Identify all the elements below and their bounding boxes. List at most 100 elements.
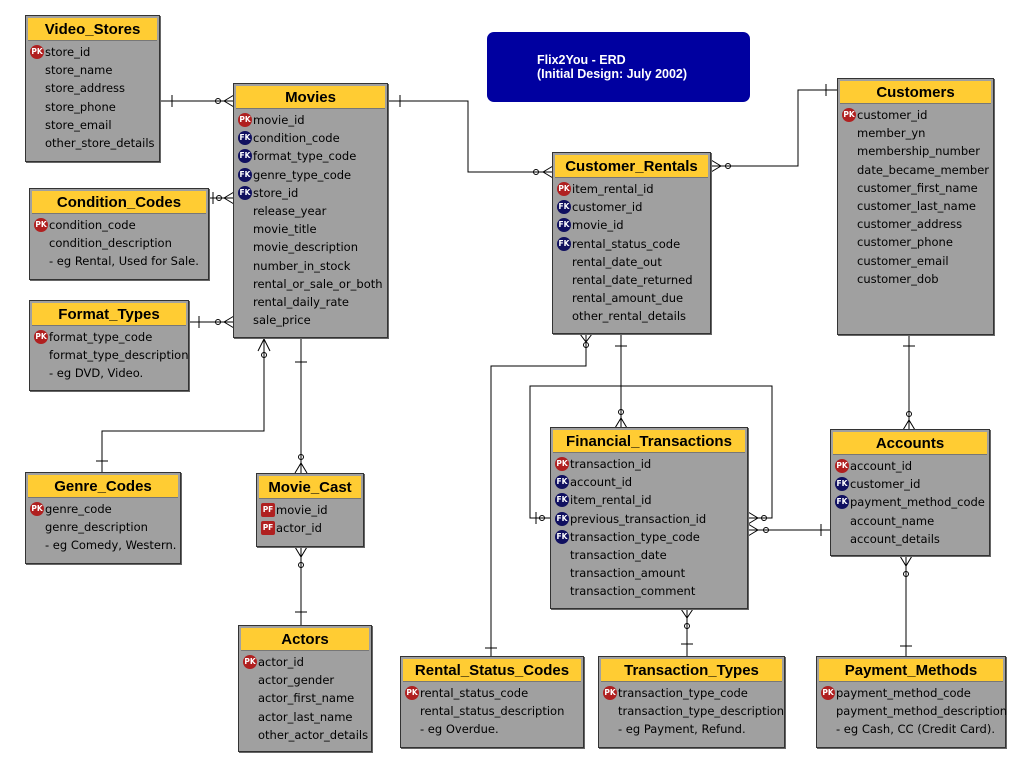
field-name: rental_amount_due — [572, 291, 684, 306]
entity-title: Payment_Methods — [819, 659, 1003, 682]
field-name: genre_type_code — [253, 167, 352, 182]
field-name: item_rental_id — [572, 182, 654, 196]
entity-field: account_details — [835, 530, 985, 548]
field-name: customer_address — [857, 217, 963, 232]
fk-key-icon: FK — [557, 236, 571, 251]
pk-key-icon: PK — [30, 45, 44, 60]
entity-field: - eg Comedy, Western. — [30, 536, 176, 554]
rel-video-stores-movies — [160, 94, 235, 108]
entity-title: Video_Stores — [28, 18, 157, 41]
field-name: item_rental_id — [570, 493, 652, 508]
field-indent — [821, 704, 835, 718]
entity-field: format_type_description — [34, 346, 189, 364]
rel-customer-rentals-financial — [614, 334, 628, 429]
field-name: transaction_date — [570, 547, 667, 562]
field-indent — [30, 118, 44, 132]
field-indent — [842, 217, 856, 231]
field-name: other_actor_details — [258, 727, 369, 742]
field-name: genre_code — [45, 502, 112, 516]
field-name: condition_code — [49, 218, 136, 232]
diagram-title: Flix2You - ERD — [537, 53, 626, 67]
rel-format-types-movies — [189, 315, 235, 329]
field-indent — [555, 566, 569, 580]
entity-field: release_year — [238, 202, 383, 220]
field-name: sale_price — [253, 313, 311, 328]
field-indent — [30, 63, 44, 77]
field-indent — [842, 199, 856, 213]
pf-key-icon: PF — [261, 521, 275, 536]
rel-movies-customer-rentals — [388, 95, 554, 179]
entity-field: movie_title — [238, 220, 383, 238]
field-name: actor_first_name — [258, 691, 355, 706]
field-indent — [842, 163, 856, 177]
field-indent — [405, 722, 419, 736]
fk-key-icon: FK — [557, 200, 571, 215]
entity-field: other_rental_details — [557, 307, 706, 325]
field-name: transaction_id — [570, 457, 652, 471]
entity-field: movie_description — [238, 238, 383, 256]
entity-field: store_email — [30, 116, 155, 134]
field-name: format_type_code — [49, 330, 153, 344]
entity-field: actor_last_name — [243, 708, 367, 726]
field-indent — [243, 710, 257, 724]
entity-field: rental_amount_due — [557, 289, 706, 307]
field-name: payment_method_code — [836, 686, 971, 700]
field-name: customer_id — [857, 108, 928, 122]
fk-key-icon: FK — [238, 167, 252, 182]
field-name: movie_id — [572, 218, 624, 233]
field-indent — [821, 722, 835, 736]
field-name: account_name — [850, 513, 935, 528]
field-name: rental_status_code — [572, 236, 681, 251]
field-name: - eg Cash, CC (Credit Card). — [836, 722, 995, 737]
field-name: actor_last_name — [258, 709, 353, 724]
field-name: - eg Rental, Used for Sale. — [49, 254, 199, 269]
fk-key-icon: FK — [238, 185, 252, 200]
field-indent — [30, 100, 44, 114]
field-name: previous_transaction_id — [570, 511, 707, 526]
field-indent — [842, 144, 856, 158]
entity-field: customer_address — [842, 215, 989, 233]
field-name: - eg DVD, Video. — [49, 366, 144, 381]
field-name: account_id — [850, 459, 913, 473]
entity-field: transaction_amount — [555, 564, 743, 582]
field-indent — [30, 520, 44, 534]
field-indent — [34, 366, 48, 380]
field-name: customer_dob — [857, 271, 939, 286]
fk-key-icon: FK — [557, 218, 571, 233]
field-name: transaction_type_code — [618, 686, 748, 700]
pk-key-icon: PK — [405, 686, 419, 701]
pk-key-icon: PK — [835, 459, 849, 474]
entity-field: transaction_type_description — [603, 702, 784, 720]
field-indent — [842, 254, 856, 268]
